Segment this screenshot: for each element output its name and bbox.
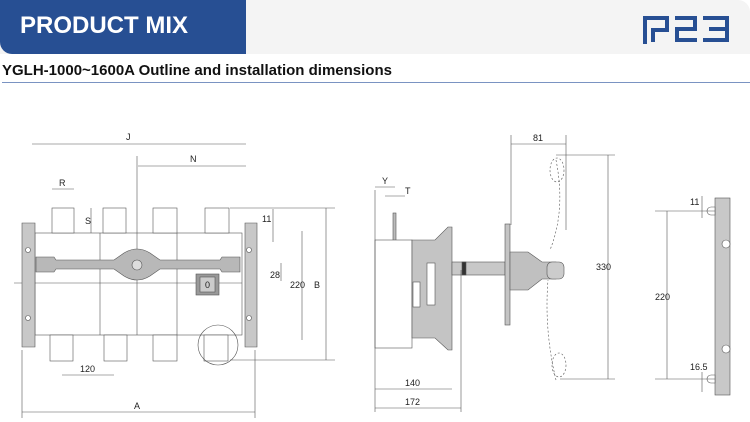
divider — [2, 82, 750, 83]
dim-S: S — [85, 216, 91, 226]
dim-81: 81 — [533, 133, 543, 143]
dim-T: T — [405, 186, 411, 196]
dim-16-5: 16.5 — [690, 362, 708, 372]
brand-logo — [643, 16, 729, 44]
dim-R: R — [59, 178, 66, 188]
dim-Y: Y — [382, 176, 388, 186]
dim-11-bracket: 11 — [690, 197, 699, 207]
dim-330: 330 — [596, 262, 611, 272]
dim-B: B — [314, 280, 320, 290]
front-view: 0 J N R S 11 28 220 B 120 A — [14, 132, 335, 418]
dim-120: 120 — [80, 364, 95, 374]
dim-28: 28 — [270, 270, 280, 280]
side-view: Y T 140 172 81 330 — [374, 133, 615, 412]
off-button-label: 0 — [205, 280, 210, 290]
dim-A: A — [134, 401, 140, 411]
header-title-band: PRODUCT MIX — [0, 0, 246, 54]
dim-N: N — [190, 154, 197, 164]
dim-J: J — [126, 132, 131, 142]
section-subtitle: YGLH-1000~1600A Outline and installation… — [2, 62, 392, 79]
bracket-view: 220 11 16.5 — [655, 196, 731, 396]
dim-220: 220 — [290, 280, 305, 290]
page-title: PRODUCT MIX — [20, 12, 188, 39]
dim-220-bracket: 220 — [655, 292, 670, 302]
dim-172: 172 — [405, 397, 420, 407]
dim-11: 11 — [262, 214, 271, 224]
dim-140: 140 — [405, 378, 420, 388]
